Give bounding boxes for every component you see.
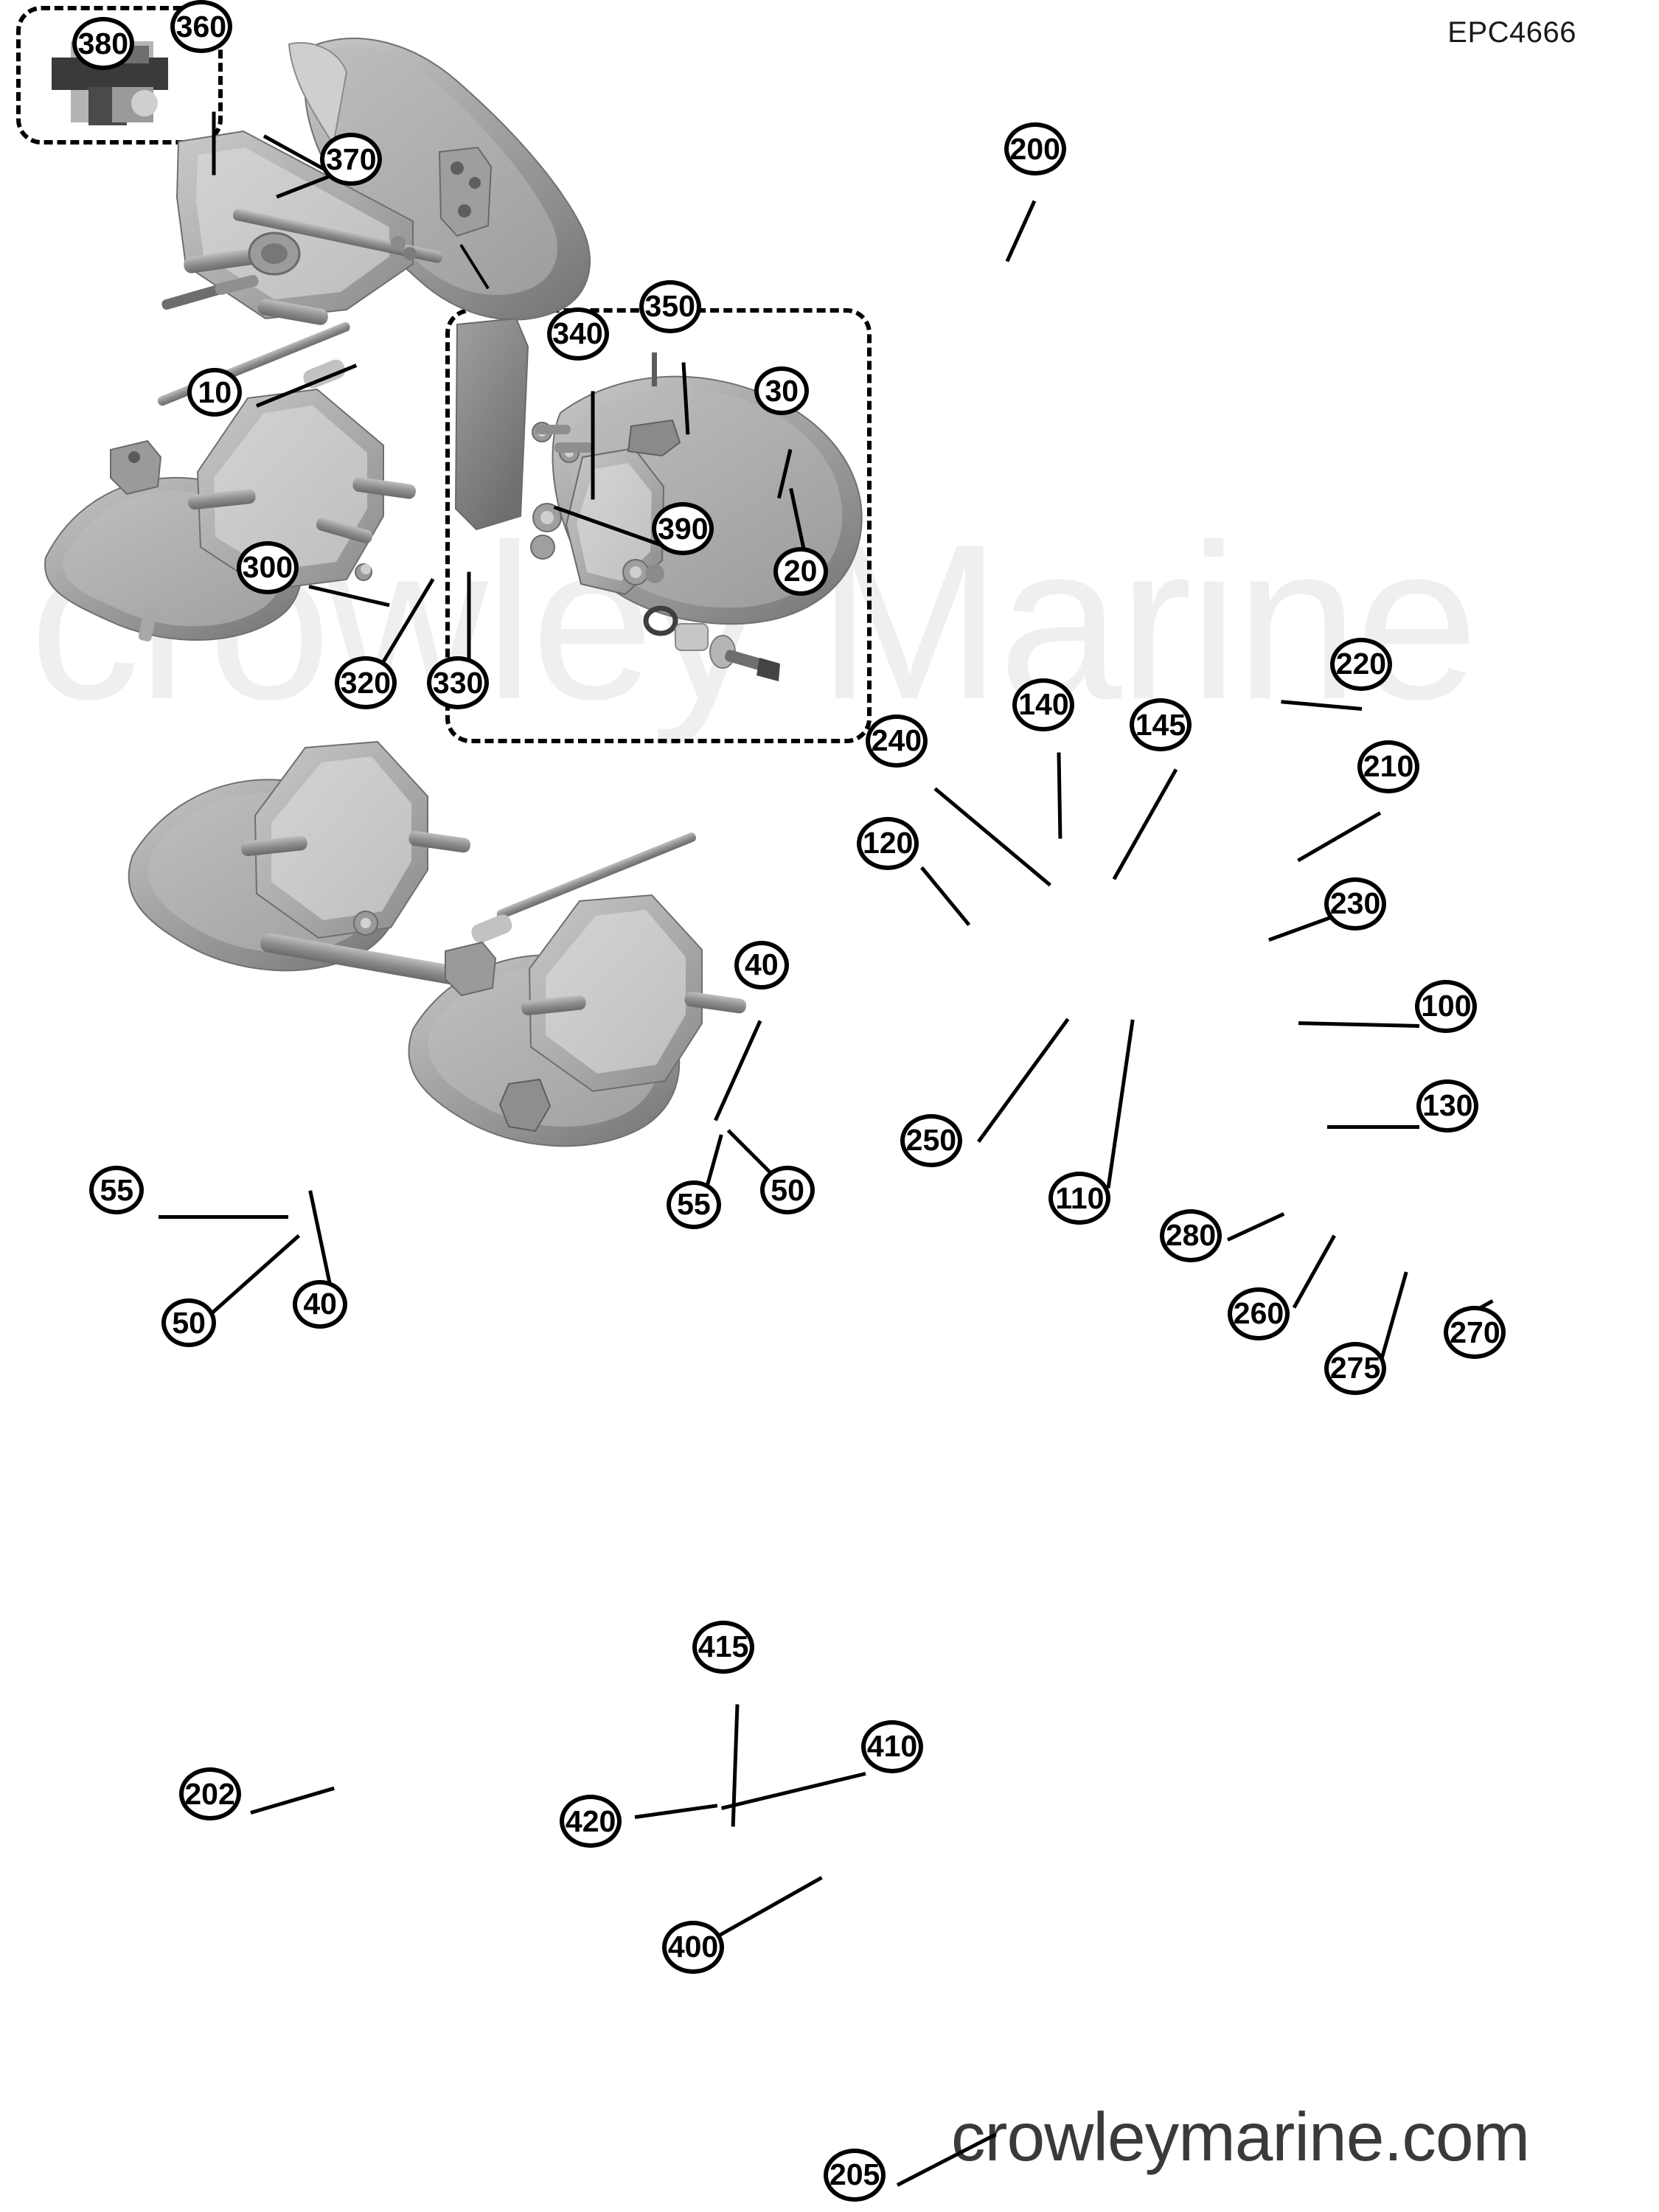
part-number-label: EPC4666 (1447, 16, 1576, 49)
callout-250[interactable]: 250 (900, 1113, 962, 1167)
callout-55a[interactable]: 55 (89, 1166, 145, 1215)
callout-320[interactable]: 320 (334, 656, 397, 710)
callout-label: 40 (745, 947, 779, 982)
callout-202[interactable]: 202 (178, 1767, 241, 1821)
callout-280[interactable]: 280 (1160, 1208, 1222, 1262)
callout-label: 110 (1055, 1180, 1105, 1215)
callout-210[interactable]: 210 (1357, 740, 1420, 793)
callout-label: 330 (432, 665, 484, 700)
callout-label: 202 (184, 1776, 235, 1811)
callout-420[interactable]: 420 (560, 1795, 622, 1848)
leader-line-360 (212, 111, 216, 175)
callout-label: 340 (552, 316, 603, 351)
callout-label: 350 (644, 289, 695, 324)
callout-label: 10 (198, 375, 232, 409)
callout-50b[interactable]: 50 (760, 1166, 815, 1215)
callout-label: 400 (667, 1930, 719, 1964)
callout-label: 130 (1422, 1088, 1473, 1123)
callout-label: 40 (303, 1287, 337, 1321)
callout-390[interactable]: 390 (652, 502, 714, 556)
callout-label: 140 (1018, 687, 1069, 722)
callout-300[interactable]: 300 (236, 540, 299, 594)
callout-10[interactable]: 10 (187, 368, 243, 417)
callout-label: 420 (565, 1804, 616, 1838)
callout-label: 275 (1329, 1351, 1381, 1385)
callout-label: 260 (1233, 1296, 1284, 1331)
callout-label: 50 (172, 1305, 206, 1340)
callout-275[interactable]: 275 (1324, 1341, 1387, 1395)
callout-205[interactable]: 205 (824, 2148, 886, 2202)
callout-230[interactable]: 230 (1324, 877, 1387, 931)
callout-380[interactable]: 380 (72, 17, 134, 71)
callout-label: 250 (905, 1123, 957, 1158)
callout-400[interactable]: 400 (662, 1920, 725, 1974)
callout-260[interactable]: 260 (1228, 1287, 1290, 1340)
watermark-site-url: crowleymarine.com (951, 2098, 1530, 2175)
callout-label: 380 (77, 26, 129, 60)
callout-30[interactable]: 30 (754, 366, 810, 416)
callout-360[interactable]: 360 (170, 0, 232, 53)
callout-label: 120 (862, 826, 914, 860)
assembly-top-art (161, 38, 591, 325)
callout-340[interactable]: 340 (546, 307, 609, 361)
callout-label: 280 (1165, 1218, 1217, 1253)
callout-label: 230 (1329, 886, 1381, 921)
callout-label: 210 (1363, 749, 1414, 784)
callout-label: 370 (326, 142, 377, 176)
assembly-bottom-art (128, 740, 747, 1147)
callout-label: 30 (765, 373, 799, 408)
callout-label: 55 (100, 1172, 134, 1207)
callout-55b[interactable]: 55 (666, 1180, 721, 1229)
callout-label: 100 (1421, 989, 1472, 1023)
callout-350[interactable]: 350 (639, 279, 701, 333)
assembly-middle-left-art (44, 321, 416, 641)
callout-270[interactable]: 270 (1444, 1306, 1506, 1360)
callout-120[interactable]: 120 (857, 816, 919, 870)
leader-line-55a (159, 1214, 289, 1219)
callout-370[interactable]: 370 (320, 133, 383, 187)
callout-label: 300 (242, 550, 293, 585)
leader-line-130 (1327, 1125, 1420, 1130)
callout-label: 220 (1335, 647, 1387, 681)
callout-330[interactable]: 330 (427, 656, 490, 710)
callout-50a[interactable]: 50 (161, 1298, 217, 1348)
callout-label: 360 (175, 9, 227, 44)
callout-label: 415 (698, 1630, 749, 1664)
callout-140[interactable]: 140 (1012, 678, 1075, 731)
callout-410[interactable]: 410 (861, 1719, 924, 1773)
callout-130[interactable]: 130 (1416, 1079, 1479, 1133)
callout-label: 240 (871, 723, 922, 758)
leader-line-340 (591, 391, 595, 500)
callout-label: 205 (829, 2157, 880, 2192)
callout-240[interactable]: 240 (865, 714, 928, 768)
callout-label: 145 (1135, 707, 1186, 742)
callout-label: 390 (658, 511, 709, 546)
callout-20[interactable]: 20 (773, 546, 828, 596)
callout-label: 50 (771, 1172, 804, 1207)
callout-label: 55 (677, 1187, 711, 1222)
callout-label: 20 (783, 554, 818, 588)
detail-frame-inset-top-left (16, 6, 223, 145)
callout-220[interactable]: 220 (1329, 637, 1392, 691)
callout-100[interactable]: 100 (1415, 979, 1478, 1033)
callout-40a[interactable]: 40 (293, 1279, 348, 1329)
callout-label: 410 (866, 1729, 918, 1764)
callout-40b[interactable]: 40 (734, 940, 789, 990)
callout-110[interactable]: 110 (1048, 1172, 1111, 1225)
callout-415[interactable]: 415 (692, 1620, 755, 1674)
callout-label: 320 (340, 665, 392, 700)
callout-label: 200 (1009, 131, 1060, 166)
callout-200[interactable]: 200 (1004, 122, 1066, 176)
callout-145[interactable]: 145 (1129, 698, 1192, 752)
callout-label: 270 (1450, 1315, 1500, 1349)
